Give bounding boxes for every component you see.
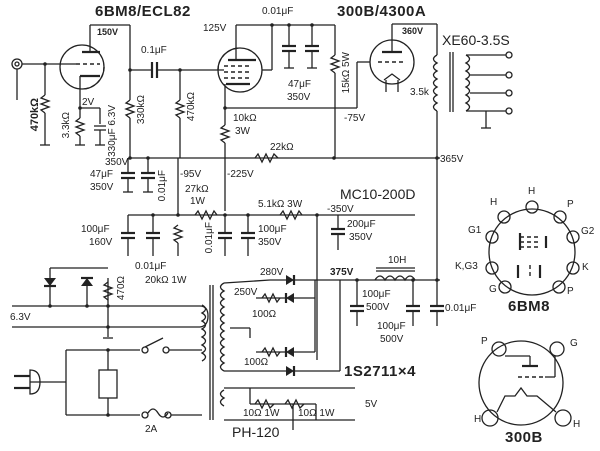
label-c-001-out: 0.01μF (445, 303, 477, 314)
voltage-minus-350v: -350V (327, 204, 354, 215)
output-transformer-secondary (464, 54, 471, 112)
voltage-6-3v: 6.3V (10, 312, 31, 323)
pin-300b-g: G (570, 338, 578, 349)
title-pinout-6bm8: 6BM8 (508, 298, 551, 315)
label-c-k1: 330μF 6.3V (107, 105, 118, 157)
label-c-47-top: 47μF (288, 79, 311, 90)
label-c-47-top-v: 350V (287, 92, 311, 103)
label-r-k1: 3.3kΩ (61, 112, 72, 139)
label-r-10-2: 10Ω 1W (298, 408, 335, 419)
label-r-in: 470kΩ (29, 98, 41, 132)
voltage-375v: 375V (330, 267, 354, 278)
resistor-470k-input (39, 94, 51, 114)
label-r-10-1: 10Ω 1W (243, 408, 280, 419)
voltage-280v: 280V (260, 267, 284, 278)
label-r-10k: 10kΩ (233, 113, 257, 124)
pin-300b-h-left: H (474, 414, 482, 425)
label-r-27k: 27kΩ (185, 184, 209, 195)
label-r-15k: 15kΩ 5W (341, 52, 352, 94)
label-choke-value: 10H (388, 255, 407, 266)
title-driver-tube: 6BM8/ECL82 (95, 3, 191, 20)
label-xfmr-impedance: 3.5k (410, 87, 429, 98)
label-r-470: 470Ω (116, 276, 127, 301)
label-c-100-500a-v: 500V (366, 302, 390, 313)
label-c-47-b: 47μF (90, 169, 113, 180)
bias-pot (172, 224, 184, 244)
voltage-2v: 2V (82, 97, 95, 108)
label-r-p1: 330kΩ (136, 95, 147, 125)
label-r-10k-w: 3W (235, 126, 250, 137)
voltage-125v: 125V (203, 23, 227, 34)
title-power-transformer: PH-120 (232, 424, 280, 440)
title-choke: MC10-200D (340, 186, 416, 202)
label-r-100b: 100Ω (244, 357, 269, 368)
title-rectifier: 1S2711×4 (344, 363, 416, 380)
label-r-5-1k: 5.1kΩ 3W (258, 199, 303, 210)
pin-6bm8-g1: G1 (468, 225, 482, 236)
voltage-5v: 5V (365, 399, 378, 410)
pin-6bm8-g: G (489, 284, 497, 295)
label-r-100a: 100Ω (252, 309, 277, 320)
pin-300b-h-right: H (573, 419, 581, 430)
ac-plug-icon (29, 369, 41, 395)
label-r-g2: 470kΩ (186, 92, 197, 122)
pin-6bm8-p-bottom: P (567, 286, 574, 297)
pin-6bm8-h-left: H (490, 197, 498, 208)
label-c-couple: 0.1μF (141, 45, 167, 56)
pin-6bm8-k-g3: K,G3 (455, 261, 478, 272)
voltage-minus-225v: -225V (227, 169, 254, 180)
label-c-100-500a: 100μF (362, 289, 391, 300)
label-r-27k-w: 1W (190, 196, 205, 207)
label-c-100-160: 100μF (81, 224, 110, 235)
choke-coil (374, 275, 416, 282)
label-c-001-b: 0.01μF (157, 170, 168, 202)
label-c-100-160-v: 160V (89, 237, 113, 248)
voltage-250v: 250V (234, 287, 258, 298)
pin-6bm8-k: K (582, 262, 589, 273)
surge-absorber (98, 369, 118, 399)
power-transformer-primary (200, 304, 207, 362)
label-c-200-v: 350V (349, 232, 373, 243)
power-switch (141, 346, 149, 354)
voltage-minus-75v: -75V (344, 113, 366, 124)
label-fuse: 2A (145, 424, 158, 435)
voltage-150v: 150V (97, 27, 119, 37)
voltage-365v: 365V (440, 154, 464, 165)
title-pinout-300b: 300B (505, 429, 543, 446)
pinout-300b-circle (478, 340, 564, 426)
label-c-001-c: 0.01μF (135, 261, 167, 272)
label-c-200: 200μF (347, 219, 376, 230)
pin-6bm8-g2: G2 (581, 226, 595, 237)
title-output-tube: 300B/4300A (337, 3, 427, 20)
label-c-001-d: 0.01μF (204, 222, 215, 254)
power-transformer-hv-winding (219, 282, 226, 372)
voltage-360v: 360V (402, 26, 424, 36)
label-pot-20k: 20kΩ 1W (145, 275, 187, 286)
label-c-100-350: 100μF (258, 224, 287, 235)
output-transformer-primary (432, 54, 439, 112)
label-c-47-b-v: 350V (90, 182, 114, 193)
pin-300b-p: P (481, 336, 488, 347)
label-r-22k: 22kΩ (270, 142, 294, 153)
label-c-100-350-v: 350V (258, 237, 282, 248)
label-c-100-500b: 100μF (377, 321, 406, 332)
title-output-transformer: XE60-3.5S (442, 32, 510, 48)
pinout-6bm8-circle (488, 208, 576, 296)
input-jack-icon (11, 58, 23, 70)
pin-6bm8-p-top: P (567, 199, 574, 210)
voltage-minus-95v: -95V (180, 169, 202, 180)
label-c-100-500b-v: 500V (380, 334, 404, 345)
pin-6bm8-h-top: H (528, 186, 536, 197)
voltage-350v: 350V (105, 157, 129, 168)
label-c-001-top: 0.01μF (262, 6, 294, 17)
